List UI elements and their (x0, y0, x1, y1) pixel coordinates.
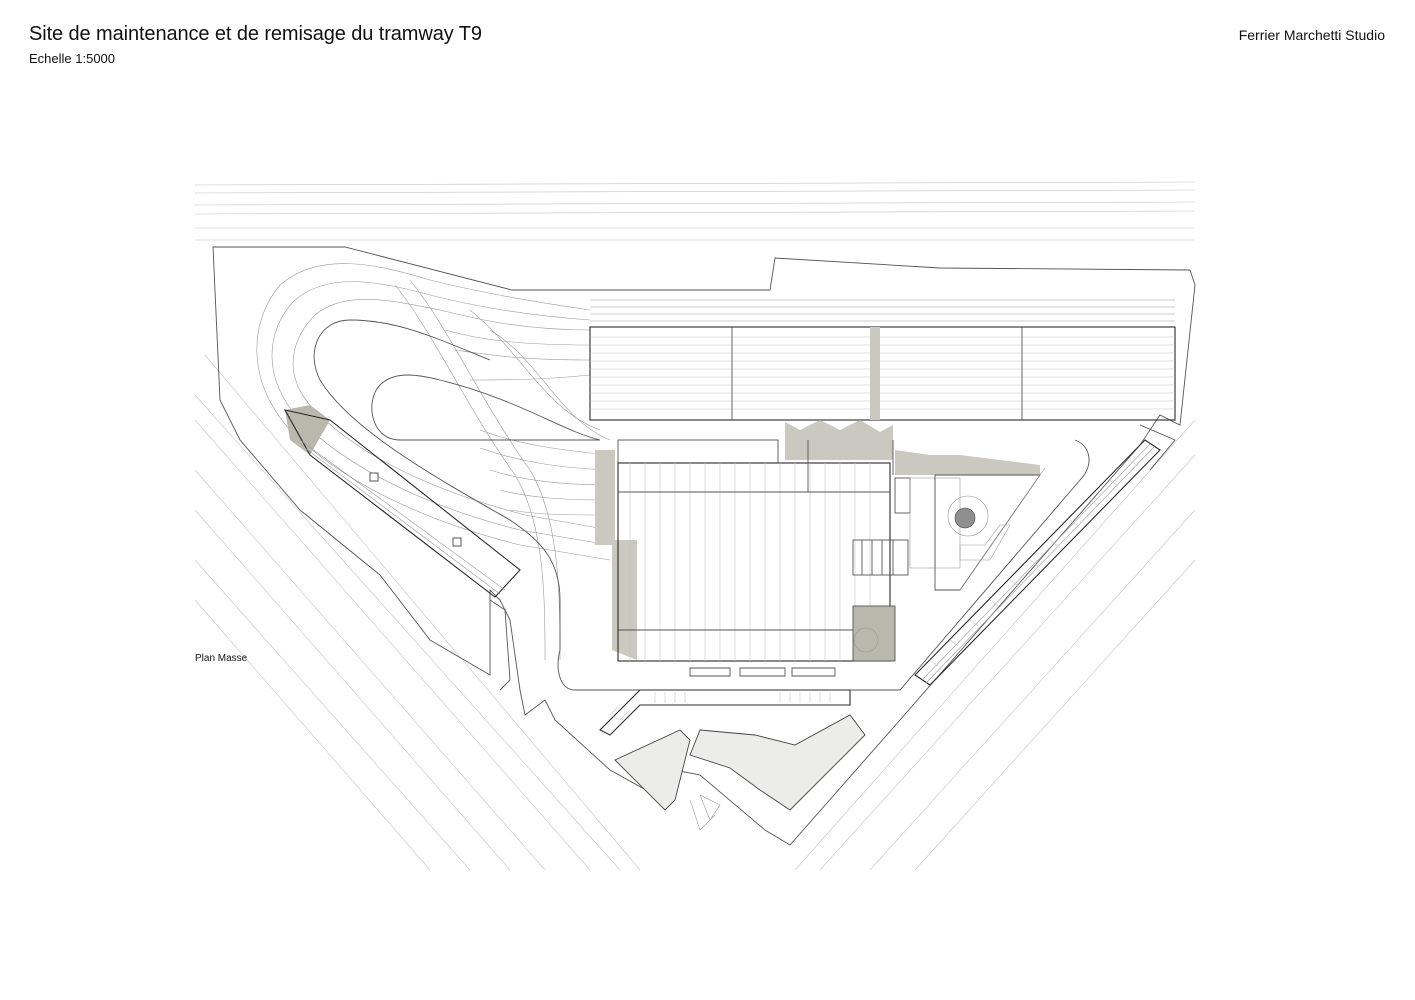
landscape-areas (614, 714, 866, 831)
workshop-building (595, 420, 1040, 662)
diagonal-parking-strip (914, 424, 1176, 686)
left-long-building (283, 405, 521, 598)
triangular-courtyard (934, 467, 1046, 591)
inner-loop-road (371, 374, 601, 441)
office-block (852, 477, 961, 662)
tram-loop-tracks (256, 263, 611, 661)
left-road-lines (194, 354, 641, 871)
plan-label: Plan Masse (195, 653, 248, 664)
page-title: Site de maintenance et de remisage du tr… (29, 23, 482, 45)
bottom-parking (599, 667, 851, 736)
studio-name: Ferrier Marchetti Studio (1238, 27, 1385, 43)
top-road-lines (194, 181, 1196, 241)
right-road-lines (794, 419, 1196, 871)
outer-loop-road (313, 319, 1090, 691)
left-spur-road (489, 599, 511, 691)
scale-label: Echelle 1:5000 (29, 51, 116, 66)
storage-hall (589, 299, 1176, 421)
